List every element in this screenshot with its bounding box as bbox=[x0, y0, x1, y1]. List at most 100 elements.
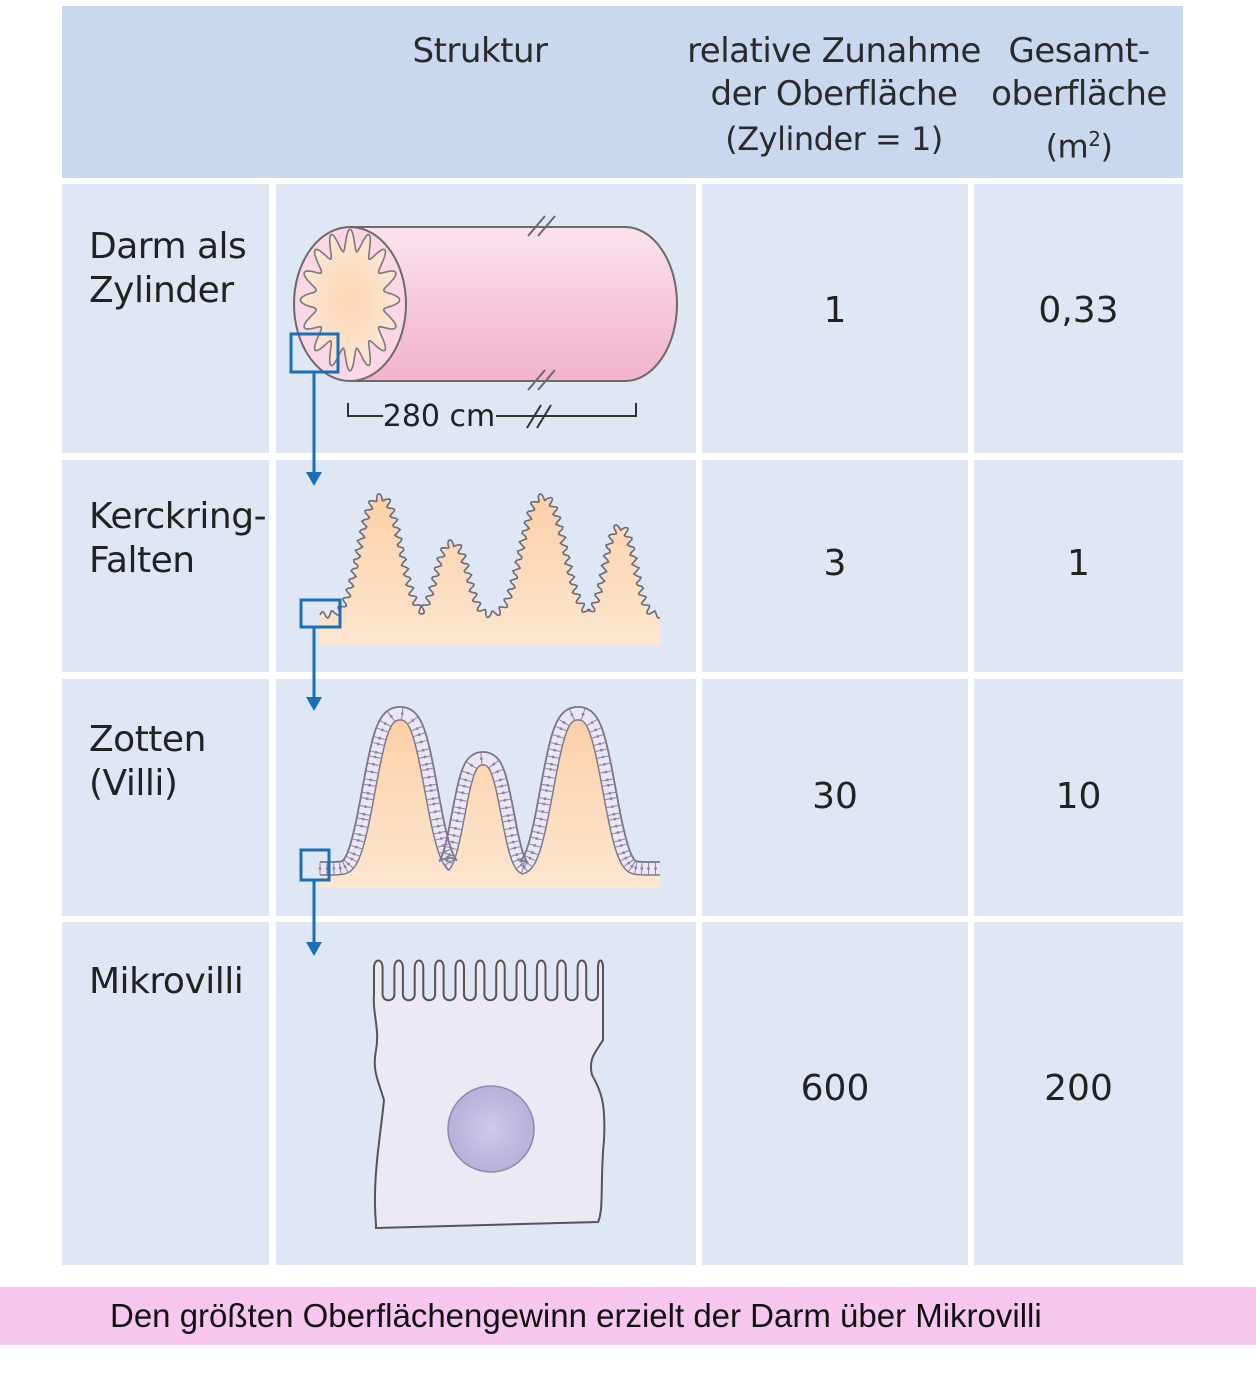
cell-nucleus-dot bbox=[614, 824, 618, 828]
cell-nucleus-dot bbox=[373, 755, 377, 759]
cell-relative-r4 bbox=[702, 922, 968, 1265]
lumen-folds bbox=[299, 228, 401, 372]
relative-value-r2: 3 bbox=[823, 543, 847, 584]
cell-nucleus-dot bbox=[452, 834, 456, 837]
cell-nucleus-dot bbox=[381, 728, 384, 732]
cell-nucleus-dot bbox=[519, 863, 523, 867]
cell-label-r1 bbox=[62, 184, 269, 453]
cell-nucleus bbox=[447, 1085, 535, 1173]
cell-nucleus-dot bbox=[599, 748, 603, 752]
cell-nucleus-dot bbox=[411, 719, 415, 722]
cell-nucleus-dot bbox=[364, 805, 367, 808]
cell-nucleus-dot bbox=[458, 806, 461, 810]
cell-nucleus-dot bbox=[376, 742, 380, 746]
cell-nucleus-dot bbox=[613, 817, 617, 821]
header-total-unit-text: (m bbox=[1045, 127, 1089, 166]
cell-nucleus-dot bbox=[553, 748, 557, 752]
cell-nucleus-dot bbox=[415, 727, 419, 730]
cell-total-r1 bbox=[974, 184, 1183, 453]
cell-nucleus-dot bbox=[619, 844, 623, 847]
cell-nucleus-dot bbox=[506, 814, 510, 817]
cell-nucleus-dot bbox=[459, 798, 463, 802]
cell-nucleus-dot bbox=[368, 783, 371, 787]
cell-nucleus-dot bbox=[370, 770, 374, 774]
cell-nucleus-dot bbox=[436, 824, 440, 828]
cell-nucleus-dot bbox=[500, 784, 504, 788]
cell-nucleus-dot bbox=[496, 770, 499, 773]
cell-nucleus-dot bbox=[507, 819, 511, 823]
relative-value-r4: 600 bbox=[800, 1068, 870, 1109]
cell-nucleus-dot bbox=[547, 775, 551, 779]
row-label-kerckring: Kerckring- Falten bbox=[89, 496, 267, 581]
cell-nucleus-dot bbox=[616, 831, 620, 834]
cell-nucleus-dot bbox=[546, 783, 549, 787]
cell-nucleus-dot bbox=[559, 727, 563, 730]
cell-nucleus-dot bbox=[389, 714, 393, 718]
cell-nucleus-dot bbox=[562, 721, 566, 724]
cell-nucleus-dot bbox=[429, 783, 432, 787]
cell-nucleus-dot bbox=[624, 856, 628, 860]
cell-nucleus-dot bbox=[378, 736, 382, 740]
cell-nucleus-dot bbox=[338, 866, 342, 870]
kerckring-illustration bbox=[319, 492, 661, 645]
cell-nucleus-dot bbox=[612, 812, 616, 816]
microvilli-cell-illustration bbox=[372, 959, 606, 1230]
arrow-down-icon bbox=[306, 697, 322, 711]
cell-nucleus-dot bbox=[550, 762, 553, 766]
cell-nucleus-dot bbox=[365, 797, 369, 801]
cell-nucleus-dot bbox=[383, 722, 387, 725]
cell-nucleus-dot bbox=[441, 844, 445, 847]
cell-nucleus-dot bbox=[539, 817, 543, 821]
cell-nucleus-dot bbox=[607, 783, 610, 787]
cell-nucleus-dot bbox=[570, 713, 574, 716]
zoom-box-2 bbox=[299, 598, 342, 629]
cell-nucleus-dot bbox=[531, 851, 534, 855]
folds-wavy-edge bbox=[319, 492, 661, 619]
cell-nucleus-dot bbox=[538, 824, 542, 828]
header-total-unit-sup: 2 bbox=[1088, 127, 1101, 151]
cell-nucleus-dot bbox=[372, 762, 375, 766]
header-total-unit-close: ) bbox=[1100, 127, 1113, 166]
cell-nucleus-dot bbox=[361, 817, 365, 821]
cell-nucleus-dot bbox=[598, 742, 602, 746]
cell-nucleus-dot bbox=[515, 853, 519, 856]
cell-nucleus-dot bbox=[430, 789, 433, 792]
cell-nucleus-dot bbox=[528, 856, 532, 860]
cell-nucleus-dot bbox=[318, 867, 322, 870]
cell-nucleus-dot bbox=[461, 791, 464, 795]
cell-total-r3 bbox=[974, 679, 1183, 916]
cell-nucleus-dot bbox=[451, 840, 455, 844]
header-relative-line3: (Zylinder = 1) bbox=[725, 120, 943, 158]
cell-nucleus-dot bbox=[647, 867, 650, 870]
zoom-arrows bbox=[289, 332, 342, 956]
cell-nucleus-dot bbox=[358, 833, 362, 836]
header-relative-line1: relative Zunahme bbox=[687, 31, 981, 71]
cell-nucleus-dot bbox=[443, 850, 447, 853]
cell-relative-r2 bbox=[702, 460, 968, 672]
caption-bar: Den größten Oberflächengewinn erzielt de… bbox=[0, 1287, 1256, 1345]
cell-nucleus-dot bbox=[419, 740, 423, 744]
cell-nucleus-dot bbox=[511, 840, 515, 844]
villi-epithelial-cells bbox=[318, 707, 657, 876]
cell-nucleus-dot bbox=[522, 864, 526, 868]
cell-nucleus-dot bbox=[634, 866, 638, 870]
cell-nucleus-dot bbox=[630, 864, 634, 868]
cell-nucleus-dot bbox=[541, 810, 544, 814]
cylinder-length-label: 280 cm bbox=[383, 399, 496, 434]
cell-nucleus-dot bbox=[350, 857, 354, 861]
cell-nucleus-dot bbox=[417, 733, 421, 737]
cell-nucleus-dot bbox=[606, 778, 609, 782]
cell-nucleus-dot bbox=[421, 748, 425, 752]
cell-nucleus-dot bbox=[601, 755, 605, 759]
arrow-down-icon bbox=[306, 942, 322, 956]
relative-value-r3: 30 bbox=[812, 776, 858, 817]
cell-nucleus-dot bbox=[545, 789, 548, 792]
cell-nucleus-dot bbox=[525, 861, 529, 865]
cell-nucleus-dot bbox=[549, 768, 552, 771]
cell-nucleus-dot bbox=[354, 845, 358, 849]
cell-nucleus-dot bbox=[542, 802, 546, 806]
cell-nucleus-dot bbox=[594, 728, 597, 732]
header-total-line2: oberfläche bbox=[991, 74, 1167, 114]
header-structure: Struktur bbox=[412, 31, 549, 71]
